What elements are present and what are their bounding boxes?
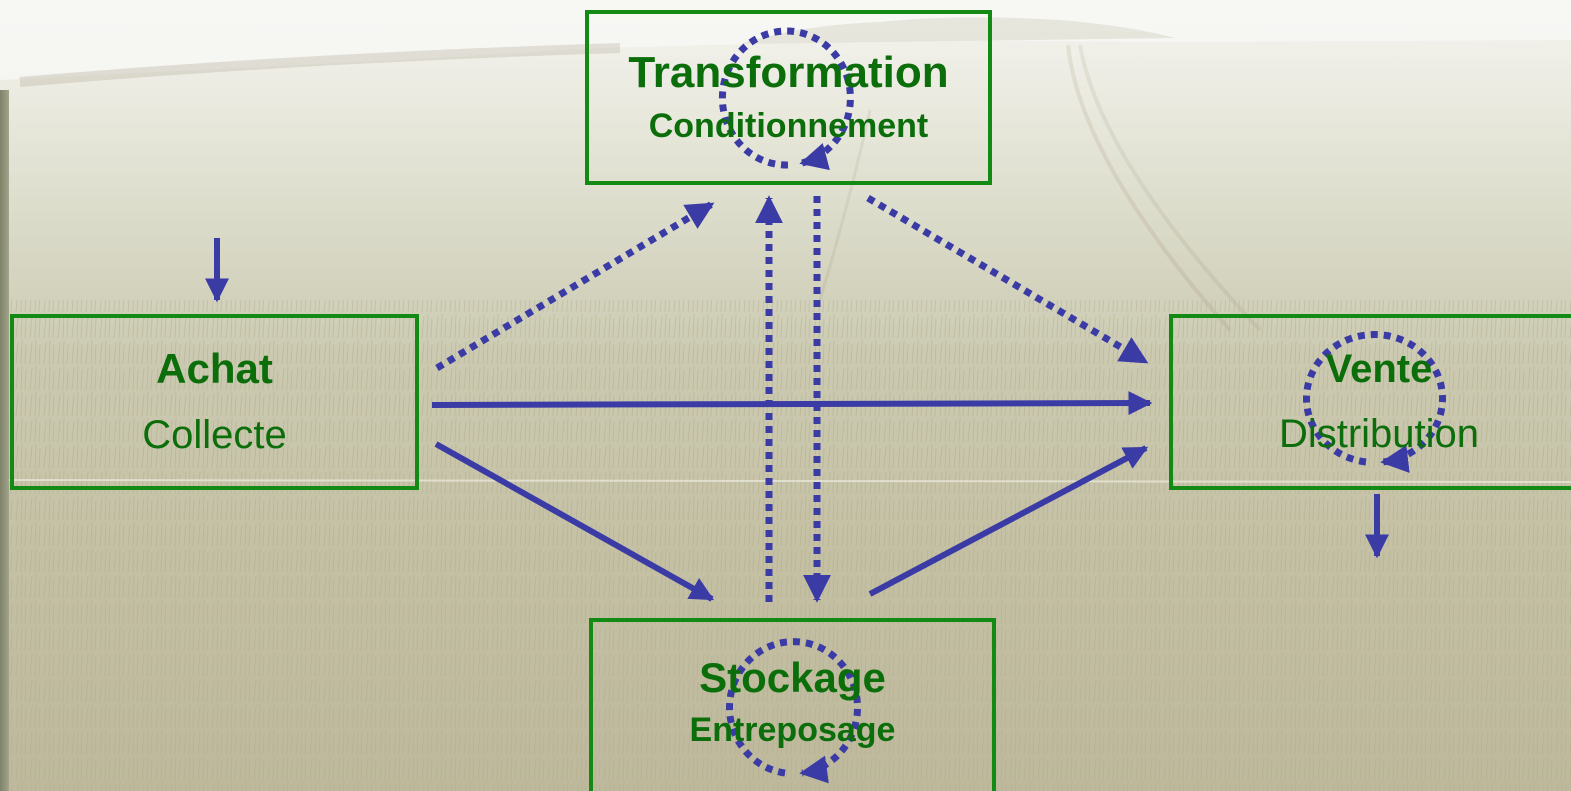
- loop-stockage: [726, 638, 861, 784]
- loop-transformation: [718, 27, 854, 171]
- achat-title: Achat: [156, 344, 273, 392]
- vente-title: Vente: [1325, 347, 1433, 391]
- arrow-achat-to-transformation: [435, 200, 715, 372]
- transformation-title: Transformation: [628, 47, 949, 97]
- vente-subtitle: Distribution: [1278, 412, 1480, 456]
- arrow-achat-to-vente: [431, 391, 1153, 416]
- transformation-box: Transformation Conditionnement: [585, 10, 992, 185]
- vente-box: Vente Distribution: [1169, 314, 1571, 490]
- arrow-achat-to-stockage: [434, 441, 715, 602]
- loop-vente: [1303, 331, 1446, 473]
- transformation-subtitle: Conditionnement: [648, 107, 929, 146]
- achat-subtitle: Collecte: [142, 413, 287, 458]
- achat-box: Achat Collecte: [10, 314, 419, 490]
- stockage-title: Stockage: [699, 654, 886, 701]
- stockage-box: Stockage Entreposage: [589, 618, 996, 791]
- arrow-stockage-to-vente: [868, 445, 1149, 597]
- stockage-subtitle: Entreposage: [689, 711, 896, 750]
- arrow-transformation-to-vente: [866, 194, 1149, 366]
- left-edge-shadow: [0, 90, 9, 791]
